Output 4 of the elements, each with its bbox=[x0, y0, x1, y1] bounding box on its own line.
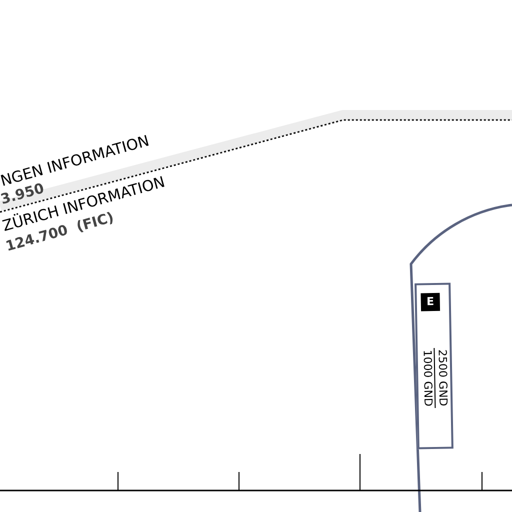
class-badge: E bbox=[420, 292, 440, 312]
airspace-class-box bbox=[414, 282, 454, 450]
lower-limit: 1000 GND bbox=[420, 350, 435, 407]
upper-limit: 2500 GND bbox=[434, 347, 450, 408]
